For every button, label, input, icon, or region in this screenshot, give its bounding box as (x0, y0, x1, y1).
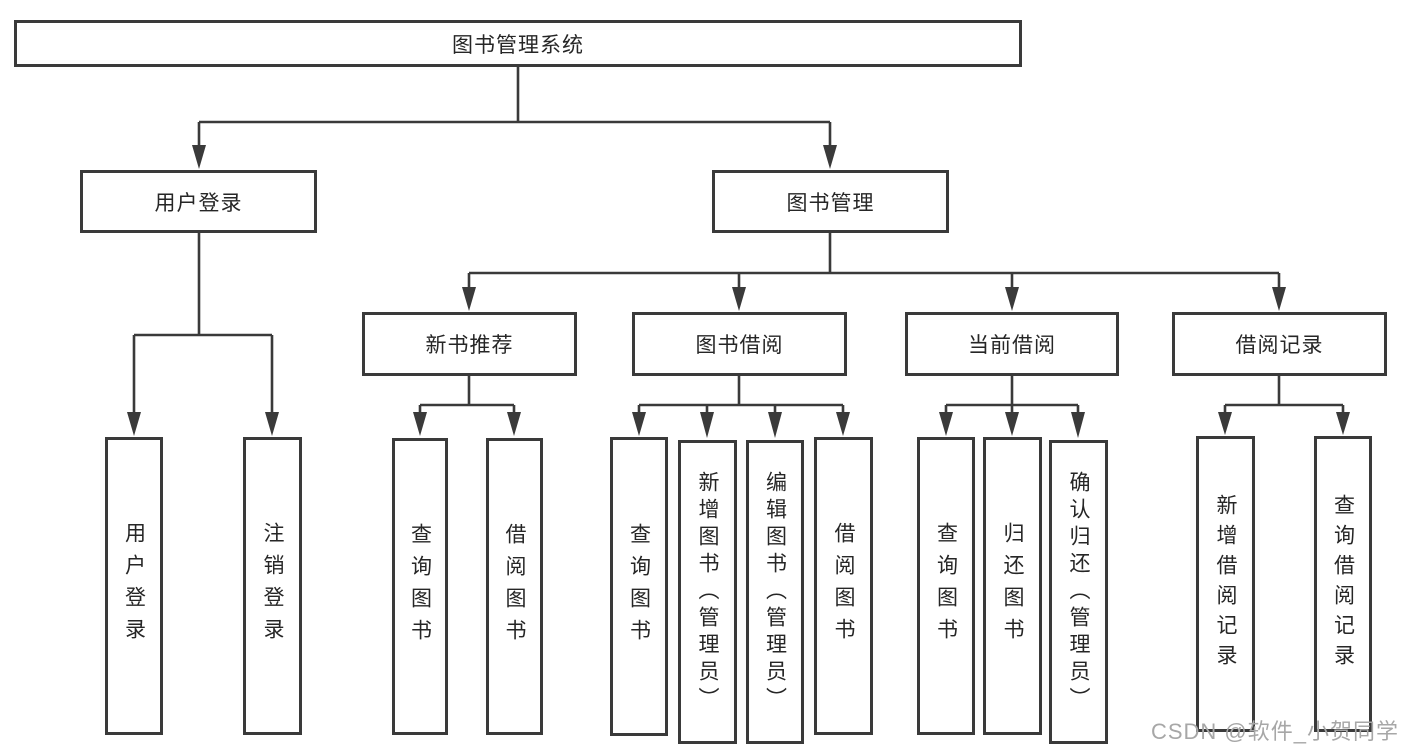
node-book-management-label: 图书管理 (786, 191, 875, 215)
node-new-book-recommend: 新书推荐 (362, 312, 577, 376)
leaf-records-query-record: 查询借阅记录 (1314, 436, 1372, 732)
leaf-records-add-record: 新增借阅记录 (1196, 436, 1255, 732)
leaf-current-query-books: 查询图书 (917, 437, 975, 735)
connector-root-to-level1 (197, 67, 832, 146)
leaf-borrowing-edit-books-admin-label: 编辑图书（管理员） (763, 470, 787, 714)
node-new-book-recommend-label: 新书推荐 (425, 334, 514, 357)
leaf-user-login-label: 用户登录 (122, 522, 146, 650)
leaf-user-login: 用户登录 (105, 437, 163, 735)
connector-book-mgmt-children (467, 233, 1281, 288)
leaf-borrowing-query-books: 查询图书 (610, 437, 668, 736)
node-current-borrowing-label: 当前借阅 (968, 334, 1056, 357)
leaf-newbook-borrow-books: 借阅图书 (486, 438, 543, 735)
node-user-login: 用户登录 (80, 170, 317, 233)
leaf-current-confirm-return-admin-label: 确认归还（管理员） (1067, 470, 1090, 714)
node-current-borrowing: 当前借阅 (905, 312, 1119, 376)
leaf-newbook-query-books-label: 查询图书 (408, 522, 432, 651)
node-book-borrowing: 图书借阅 (632, 312, 847, 376)
connector-records-children (1223, 376, 1345, 413)
node-borrowing-records: 借阅记录 (1172, 312, 1387, 376)
leaf-records-add-record-label: 新增借阅记录 (1214, 494, 1237, 674)
leaf-records-query-record-label: 查询借阅记录 (1331, 494, 1355, 674)
leaf-borrowing-add-books-admin: 新增图书（管理员） (678, 440, 737, 744)
leaf-logout: 注销登录 (243, 437, 302, 735)
node-root-library-system: 图书管理系统 (14, 20, 1022, 67)
leaf-borrowing-add-books-admin-label: 新增图书（管理员） (696, 470, 719, 714)
leaf-borrowing-edit-books-admin: 编辑图书（管理员） (746, 440, 804, 744)
node-root-label: 图书管理系统 (452, 33, 584, 57)
node-borrowing-records-label: 借阅记录 (1235, 334, 1324, 357)
leaf-borrowing-borrow-books-label: 借阅图书 (832, 522, 855, 650)
leaf-current-return-books: 归还图书 (983, 437, 1042, 735)
leaf-current-return-books-label: 归还图书 (1001, 522, 1024, 650)
csdn-watermark: CSDN @软件_小贺同学 (1150, 719, 1399, 744)
connector-new-book-children (418, 376, 516, 413)
leaf-borrowing-borrow-books: 借阅图书 (814, 437, 873, 735)
node-book-borrowing-label: 图书借阅 (695, 334, 784, 357)
leaf-newbook-borrow-books-label: 借阅图书 (503, 522, 526, 651)
node-book-management: 图书管理 (712, 170, 949, 233)
leaf-logout-label: 注销登录 (261, 522, 284, 650)
connector-current-children (944, 376, 1080, 413)
connector-borrowing-children (637, 376, 845, 413)
node-user-login-label: 用户登录 (154, 191, 243, 215)
leaf-borrowing-query-books-label: 查询图书 (627, 522, 651, 651)
leaf-current-query-books-label: 查询图书 (934, 522, 958, 650)
connector-user-login-children (132, 233, 274, 413)
leaf-newbook-query-books: 查询图书 (392, 438, 448, 735)
leaf-current-confirm-return-admin: 确认归还（管理员） (1049, 440, 1108, 744)
